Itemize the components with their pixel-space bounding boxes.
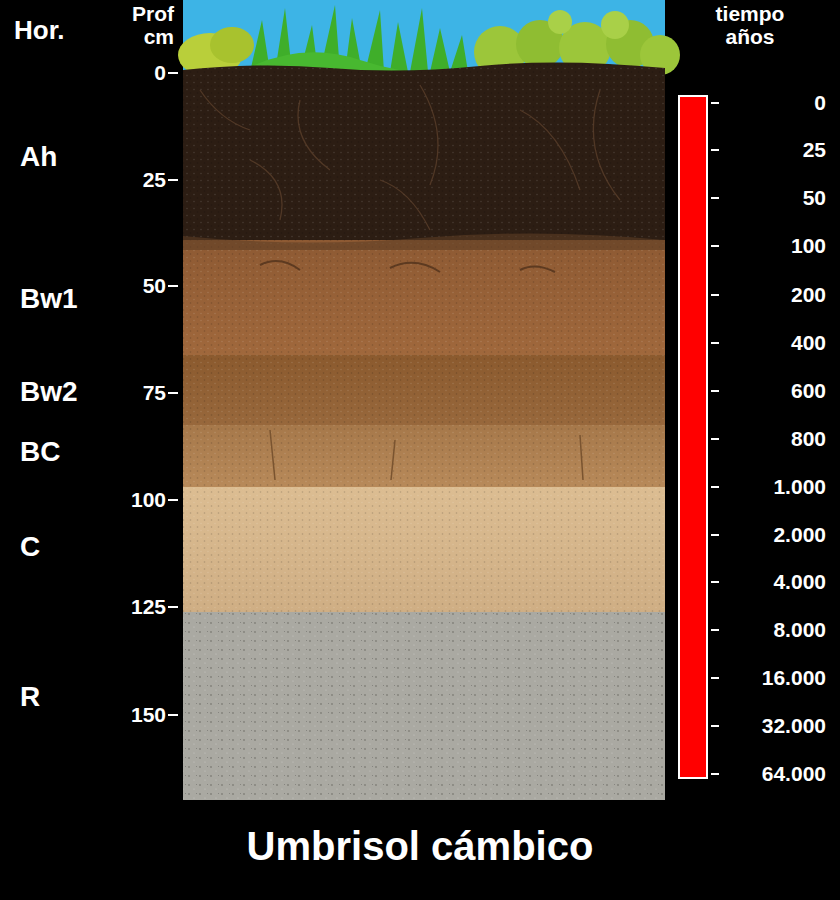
depth-value: 100	[96, 488, 166, 511]
time-value: 0	[722, 91, 826, 114]
time-value: 2.000	[722, 523, 826, 546]
depth-value: 0	[96, 61, 166, 84]
soil-horizons	[183, 62, 665, 800]
column-header: tiempo años	[690, 2, 810, 48]
time-value: 400	[722, 331, 826, 354]
horizon-label: Bw2	[20, 377, 110, 408]
time-value: 25	[722, 138, 826, 161]
time-value: 4.000	[722, 570, 826, 593]
time-value: 1.000	[722, 475, 826, 498]
time-value: 50	[722, 186, 826, 209]
time-value: 100	[722, 234, 826, 257]
depth-value: 25	[96, 168, 166, 191]
horizon-label: Ah	[20, 142, 110, 173]
time-value: 8.000	[722, 618, 826, 641]
horizon-label: C	[20, 532, 110, 563]
horizon-label: BC	[20, 437, 110, 468]
depth-value: 50	[96, 274, 166, 297]
depth-value: 125	[96, 595, 166, 618]
column-header: Hor.	[14, 16, 104, 45]
depth-value: 75	[96, 381, 166, 404]
time-value: 64.000	[722, 762, 826, 785]
time-value: 600	[722, 379, 826, 402]
column-header: Prof cm	[106, 2, 174, 48]
time-value: 32.000	[722, 714, 826, 737]
depth-value: 150	[96, 703, 166, 726]
diagram-title: Umbrisol cámbico	[100, 822, 740, 870]
horizon-label: Bw1	[20, 284, 110, 315]
time-value: 200	[722, 283, 826, 306]
time-value: 800	[722, 427, 826, 450]
depth-ticks	[168, 73, 178, 715]
horizon-label: R	[20, 682, 110, 713]
time-scale-bar	[679, 96, 719, 778]
time-value: 16.000	[722, 666, 826, 689]
